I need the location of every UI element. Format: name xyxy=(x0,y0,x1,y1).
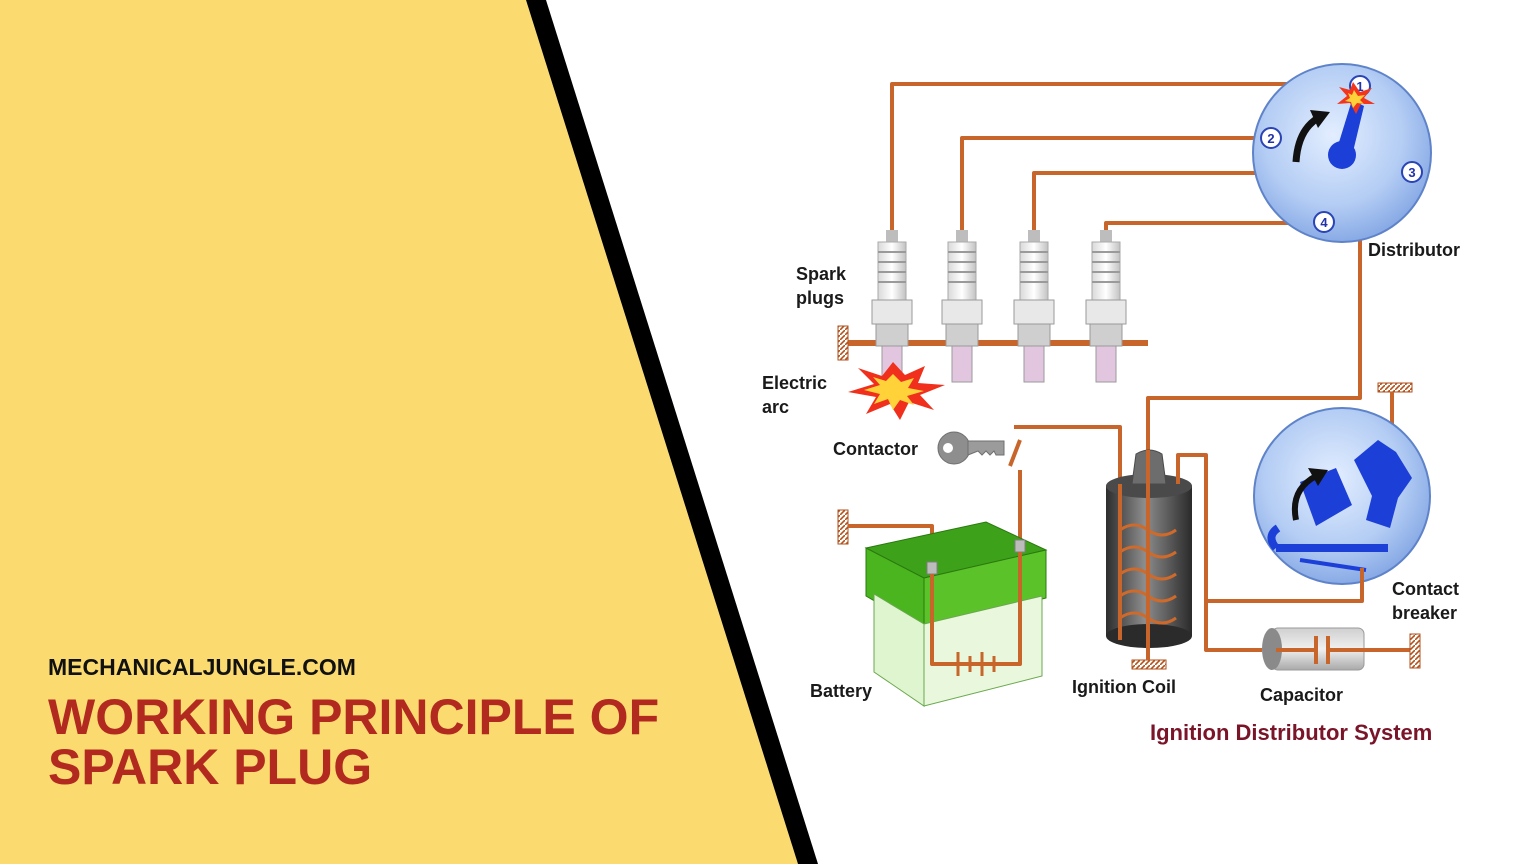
label-electric-arc-line1: Electric xyxy=(762,373,827,393)
battery xyxy=(837,509,1048,707)
distributor-terminal-2: 2 xyxy=(1260,127,1282,149)
svg-text:1: 1 xyxy=(1356,79,1363,94)
electric-arc-burst xyxy=(848,362,945,420)
distributor-terminal-4: 4 xyxy=(1313,211,1335,233)
svg-text:2: 2 xyxy=(1267,131,1274,146)
page-title-line2: SPARK PLUG xyxy=(48,739,373,795)
rotation-arrow-icon xyxy=(1292,110,1330,163)
breaker-arm xyxy=(1354,440,1412,528)
ground-bar xyxy=(837,325,1148,361)
site-name: MECHANICALJUNGLE.COM xyxy=(48,654,356,680)
page-title: WORKING PRINCIPLE OF SPARK PLUG xyxy=(48,692,688,792)
key-icon xyxy=(937,431,1005,465)
breaker-cam xyxy=(1300,468,1352,526)
distributor: 1 2 3 4 xyxy=(1252,63,1432,243)
battery-cells xyxy=(956,652,996,676)
label-contact-breaker-line1: Contact xyxy=(1392,579,1459,599)
breaker-rotation-arrow-icon xyxy=(1292,468,1328,521)
label-spark-plugs-line2: plugs xyxy=(796,288,844,308)
spark-plug-4 xyxy=(1085,230,1127,383)
distributor-wires xyxy=(890,82,1412,450)
contactor xyxy=(937,425,1122,548)
banner-background xyxy=(0,0,798,864)
label-distributor: Distributor xyxy=(1368,240,1460,260)
label-ignition-coil: Ignition Coil xyxy=(1072,677,1176,697)
diagram-caption: Ignition Distributor System xyxy=(1150,720,1432,745)
label-spark-plugs-line1: Spark xyxy=(796,264,847,284)
spark-plugs xyxy=(871,230,1127,383)
svg-text:4: 4 xyxy=(1320,215,1328,230)
label-contact-breaker-line2: breaker xyxy=(1392,603,1457,623)
spark-plug-2 xyxy=(941,230,983,383)
capacitor xyxy=(1262,627,1421,671)
distributor-terminal-3: 3 xyxy=(1401,161,1423,183)
distributor-rotor xyxy=(1328,82,1375,169)
banner-divider xyxy=(526,0,818,864)
label-contactor: Contactor xyxy=(833,439,918,459)
label-capacitor: Capacitor xyxy=(1260,685,1343,705)
spark-plug-1 xyxy=(871,230,913,383)
label-battery: Battery xyxy=(810,681,872,701)
label-electric-arc-line2: arc xyxy=(762,397,789,417)
ignition-coil xyxy=(1106,449,1262,670)
spark-plug-3 xyxy=(1013,230,1055,383)
contact-breaker xyxy=(1208,382,1431,603)
page-title-line1: WORKING PRINCIPLE OF xyxy=(48,689,660,745)
svg-text:3: 3 xyxy=(1408,165,1415,180)
